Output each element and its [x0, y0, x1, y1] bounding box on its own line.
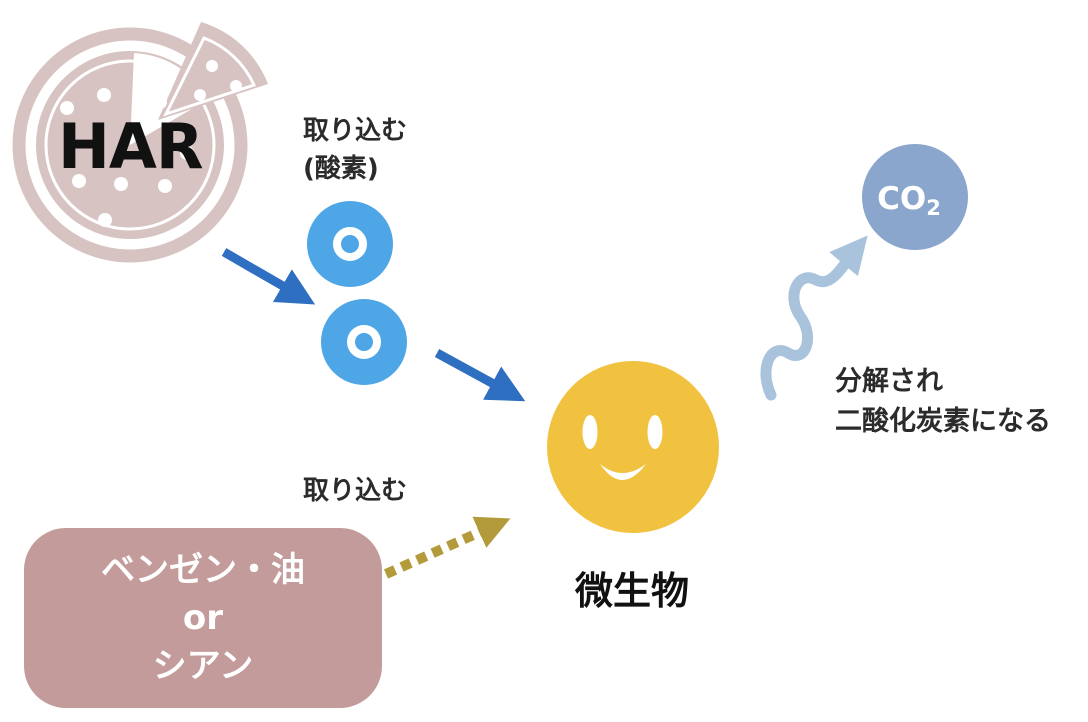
microbe-smiley-icon [547, 361, 719, 533]
oxygen-atom-top [307, 201, 393, 287]
substance-box: ベンゼン・油 or シアン [24, 528, 382, 708]
co2-label: CO [877, 181, 926, 217]
pizza-label: HAR [58, 110, 204, 183]
arrow-pizza-to-oxygen [221, 248, 316, 305]
svg-text:CO2: CO2 [877, 181, 941, 220]
oxygen-intake-label: 取り込む (酸素) [303, 112, 407, 188]
co2-subscript: 2 [926, 196, 941, 220]
oxygen-atom-bottom [321, 299, 407, 385]
arrow-oxygen-to-microbe [434, 349, 526, 402]
microbe-label: 微生物 [575, 569, 690, 613]
decomposition-caption: 分解され 二酸化炭素になる [835, 362, 1051, 442]
substance-line2: or [182, 598, 224, 638]
decomposition-caption-line2: 二酸化炭素になる [835, 406, 1051, 437]
substance-line3: シアン [152, 646, 254, 686]
arrow-microbe-to-co2 [760, 235, 868, 401]
oxygen-intake-line1: 取り込む [303, 116, 408, 146]
arrow-substance-to-microbe [383, 516, 511, 579]
co2-molecule: CO2 [862, 144, 968, 250]
substance-line1: ベンゼン・油 [101, 550, 305, 590]
oxygen-intake-line2: (酸素) [303, 154, 379, 184]
decomposition-caption-line1: 分解され [835, 366, 943, 397]
substance-intake-label: 取り込む [303, 476, 408, 506]
pizza-icon [12, 22, 268, 263]
